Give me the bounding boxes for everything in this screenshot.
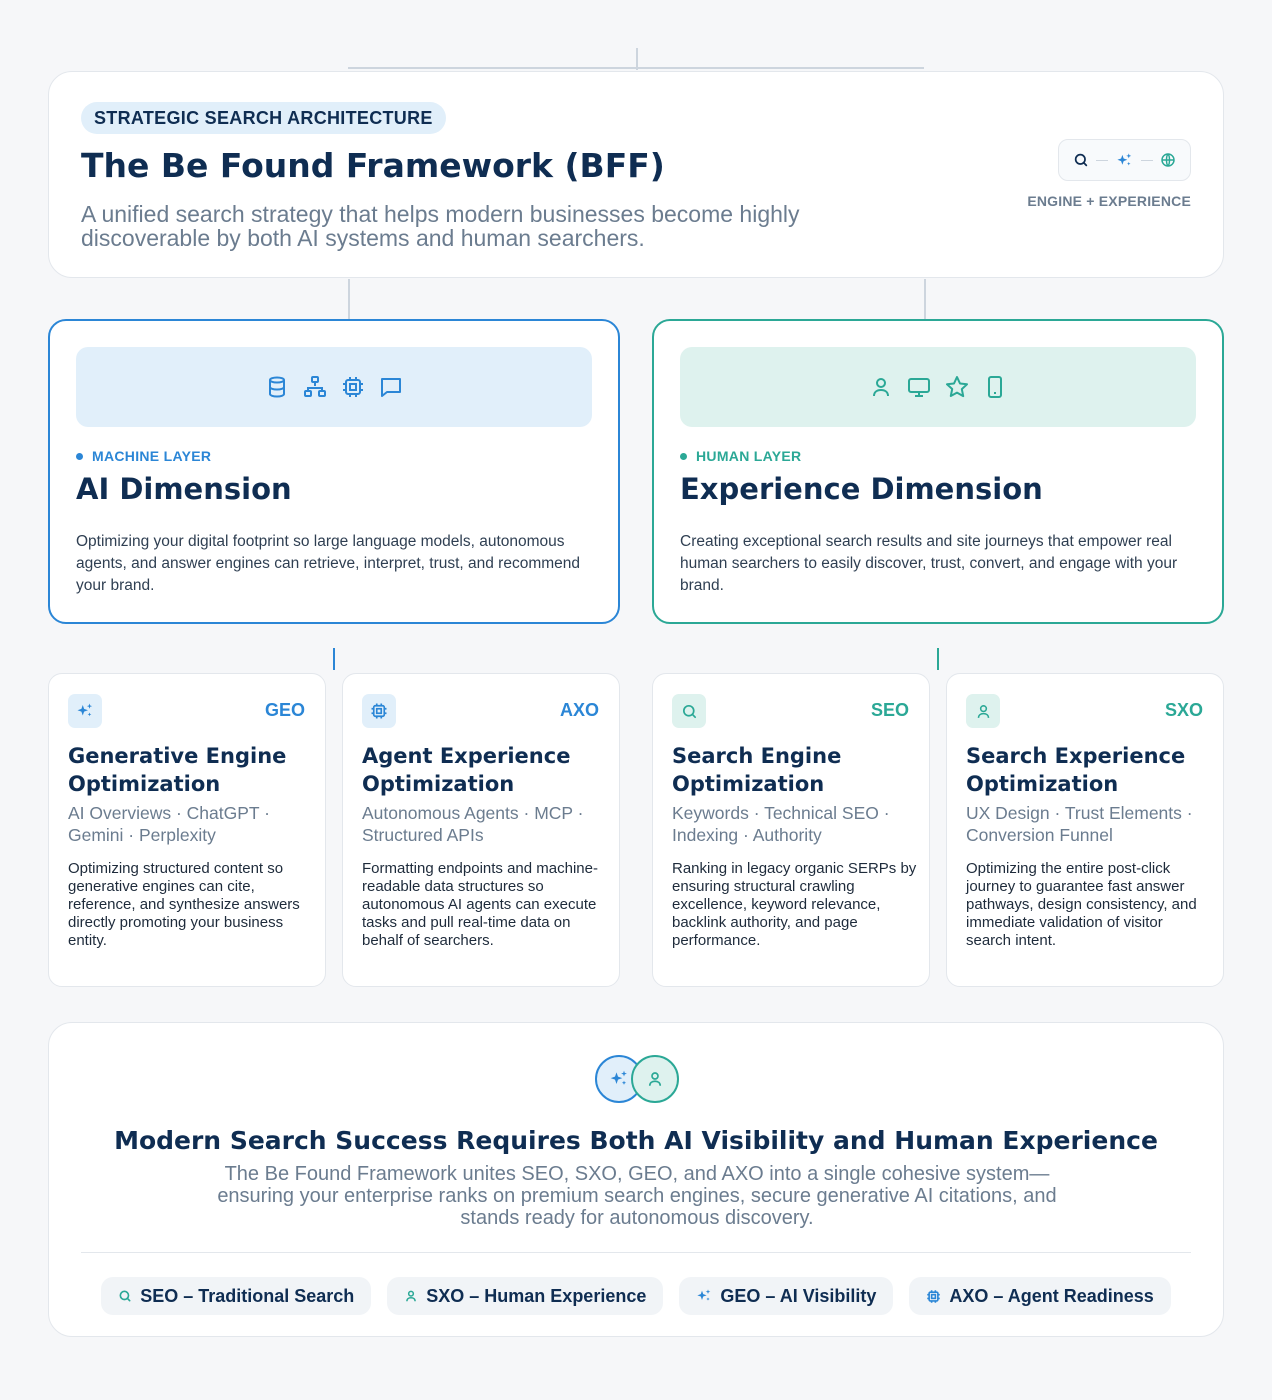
star-icon	[945, 375, 969, 399]
engine-experience-badge	[1058, 139, 1191, 181]
ai-dimension-description: Optimizing your digital footprint so lar…	[76, 533, 581, 594]
header-card: STRATEGIC SEARCH ARCHITECTURE The Be Fou…	[48, 71, 1224, 278]
sparkles-icon	[696, 1288, 712, 1304]
connector-left	[348, 279, 350, 319]
human-experience-badge	[631, 1055, 679, 1103]
user-icon	[646, 1070, 664, 1088]
cpu-chip-icon	[926, 1289, 941, 1304]
sxo-card: SXO Search Experience Optimization UX De…	[946, 673, 1224, 987]
search-icon	[118, 1289, 132, 1303]
engine-experience-label: ENGINE + EXPERIENCE	[1027, 193, 1191, 209]
sxo-abbr: SXO	[1164, 700, 1203, 720]
chip-axo: AXO – Agent Readiness	[909, 1277, 1171, 1315]
chat-bubble-icon	[379, 375, 403, 399]
chip-geo: GEO – AI Visibility	[679, 1277, 894, 1315]
user-icon	[869, 375, 893, 399]
eyebrow-badge: STRATEGIC SEARCH ARCHITECTURE	[81, 102, 446, 134]
globe-icon	[1160, 152, 1176, 168]
ai-dimension-card: MACHINE LAYER AI Dimension Optimizing yo…	[48, 319, 620, 624]
pillar-chips: SEO – Traditional Search SXO – Human Exp…	[49, 1277, 1223, 1315]
experience-icon-banner	[680, 347, 1196, 427]
axo-tags: Autonomous Agents · MCP · Structured API…	[362, 803, 584, 845]
human-layer-label: HUMAN LAYER	[680, 448, 801, 464]
user-icon	[966, 694, 1000, 728]
smartphone-icon	[983, 375, 1007, 399]
page-subtitle: A unified search strategy that helps mod…	[81, 201, 800, 251]
chip-seo: SEO – Traditional Search	[101, 1277, 372, 1315]
network-icon	[303, 375, 327, 399]
ai-icon-banner	[76, 347, 592, 427]
seo-tags: Keywords · Technical SEO · Indexing · Au…	[672, 803, 890, 845]
ai-dimension-title: AI Dimension	[76, 472, 292, 506]
seo-description: Ranking in legacy organic SERPs by ensur…	[672, 860, 917, 949]
machine-layer-label: MACHINE LAYER	[76, 448, 211, 464]
sxo-description: Optimizing the entire post-click journey…	[966, 860, 1197, 949]
summary-title: Modern Search Success Requires Both AI V…	[114, 1126, 1158, 1155]
experience-dimension-title: Experience Dimension	[680, 472, 1043, 506]
sparkles-icon	[609, 1069, 629, 1089]
seo-abbr: SEO	[870, 700, 909, 720]
connector-right	[924, 279, 926, 319]
sparkles-icon	[1116, 152, 1133, 169]
search-icon	[672, 694, 706, 728]
experience-dimension-card: HUMAN LAYER Experience Dimension Creatin…	[652, 319, 1224, 624]
connector-top-stem	[636, 48, 638, 70]
summary-card: Modern Search Success Requires Both AI V…	[48, 1022, 1224, 1337]
connector-top-bar	[348, 67, 924, 69]
cpu-chip-icon	[362, 694, 396, 728]
ai-visibility-badge	[595, 1055, 643, 1103]
search-icon	[1073, 152, 1089, 168]
connector-ai-down	[333, 648, 335, 670]
seo-title: Search Engine Optimization	[672, 744, 842, 796]
sparkles-icon	[68, 694, 102, 728]
geo-title: Generative Engine Optimization	[68, 744, 287, 796]
sxo-title: Search Experience Optimization	[966, 744, 1186, 796]
axo-description: Formatting endpoints and machine-readabl…	[362, 860, 598, 949]
experience-dimension-description: Creating exceptional search results and …	[680, 533, 1178, 594]
sxo-tags: UX Design · Trust Elements · Conversion …	[966, 803, 1193, 845]
axo-card: AXO Agent Experience Optimization Autono…	[342, 673, 620, 987]
seo-card: SEO Search Engine Optimization Keywords …	[652, 673, 930, 987]
axo-title: Agent Experience Optimization	[362, 744, 571, 796]
axo-abbr: AXO	[559, 700, 599, 720]
divider	[81, 1252, 1191, 1253]
geo-description: Optimizing structured content so generat…	[68, 860, 300, 949]
connector-exp-down	[937, 648, 939, 670]
geo-abbr: GEO	[264, 700, 305, 720]
user-icon	[404, 1289, 418, 1303]
cpu-chip-icon	[341, 375, 365, 399]
summary-text: The Be Found Framework unites SEO, SXO, …	[217, 1163, 1057, 1229]
page-title: The Be Found Framework (BFF)	[81, 146, 665, 185]
geo-tags: AI Overviews · ChatGPT · Gemini · Perple…	[68, 803, 270, 845]
chip-sxo: SXO – Human Experience	[387, 1277, 664, 1315]
geo-card: GEO Generative Engine Optimization AI Ov…	[48, 673, 326, 987]
monitor-icon	[907, 375, 931, 399]
database-icon	[265, 375, 289, 399]
